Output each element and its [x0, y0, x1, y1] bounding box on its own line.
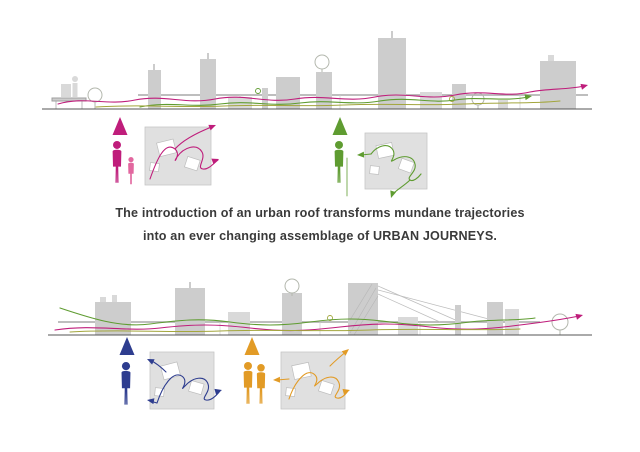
bottom-buildings: [95, 282, 519, 336]
magenta-marker-triangle: [112, 117, 128, 135]
arrow-icon: [272, 376, 281, 383]
shrub-icon: [327, 315, 333, 321]
trajectory-line-magenta: [57, 85, 585, 105]
kiosk-structure: [51, 76, 87, 109]
shrub-icon: [449, 96, 455, 102]
arrow-icon: [211, 156, 221, 165]
plan-diagram-blue: [145, 351, 223, 410]
caption-line-2: into an ever changing assemblage of URBA…: [142, 229, 498, 243]
pedestrian-adult-orange: [256, 364, 266, 404]
bottom-journey-markers: [119, 337, 351, 410]
plan-diagram-orange: [272, 346, 351, 410]
tree-icon: [87, 87, 103, 109]
top-buildings: [148, 31, 576, 109]
trajectory-line-olive: [95, 100, 561, 108]
arrow-icon: [575, 312, 584, 320]
green-marker-triangle: [332, 117, 348, 135]
trajectory-line-green: [139, 96, 529, 108]
tree-icon: [551, 313, 569, 335]
pedestrian-adult-blue: [121, 362, 131, 405]
plan-diagram-magenta: [144, 122, 221, 186]
caption: The introduction of an urban roof transf…: [0, 206, 640, 252]
pedestrian-child-pink: [128, 157, 134, 185]
plan-diagram-green: [356, 132, 428, 199]
tree-icon: [314, 54, 330, 72]
arrow-icon: [580, 82, 589, 90]
top-journey-markers: [112, 117, 428, 199]
arrow-icon: [214, 387, 223, 395]
trajectory-line-magenta: [54, 315, 580, 332]
top-section-elevation: [42, 31, 592, 110]
tree-icon: [284, 278, 300, 296]
pedestrian-adult-green: [334, 141, 344, 183]
arrow-icon: [356, 151, 365, 158]
orange-marker-triangle: [244, 337, 260, 355]
trajectory-line-green: [59, 307, 536, 326]
pedestrian-adult-magenta: [112, 141, 122, 183]
caption-line-1: The introduction of an urban roof transf…: [115, 206, 525, 220]
shrub-icon: [255, 88, 261, 94]
arrow-icon: [524, 93, 533, 101]
trajectory-line-olive: [69, 328, 521, 333]
blue-marker-triangle: [119, 337, 135, 355]
bottom-section-elevation: [48, 278, 592, 336]
pedestrian-adult-orange: [243, 362, 253, 404]
